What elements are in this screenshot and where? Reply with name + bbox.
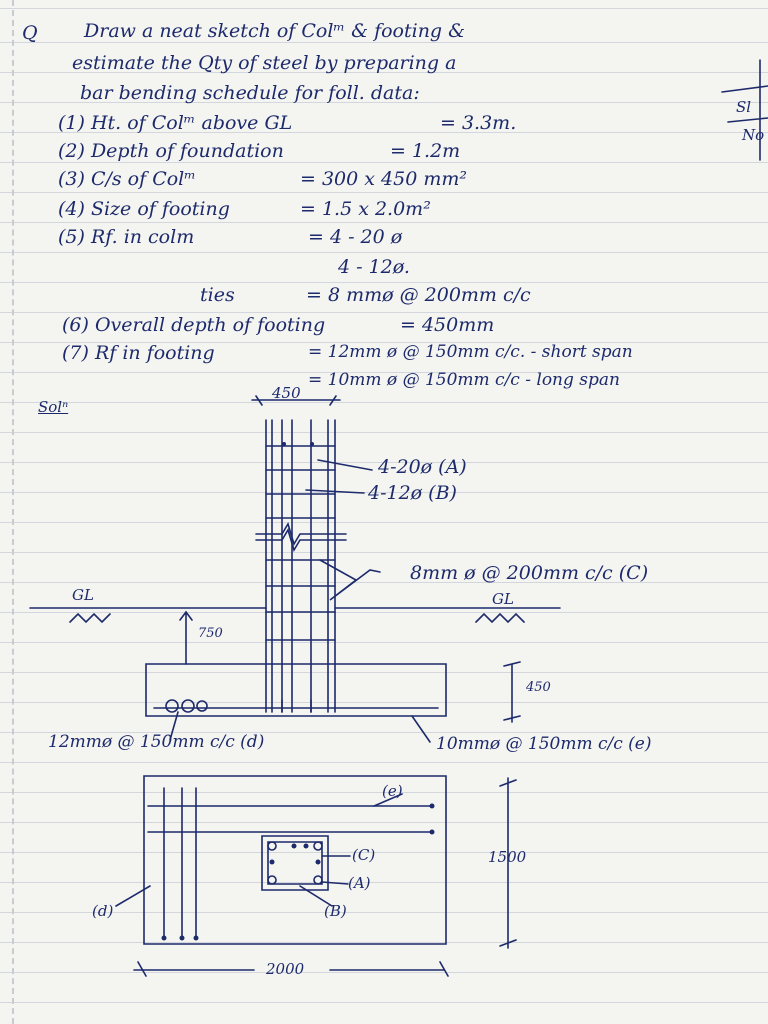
side-table-lines	[721, 59, 768, 161]
gl-right-label: GL	[492, 590, 514, 608]
item-7-value: = 12mm ø @ 150mm c/c. - short span	[308, 342, 633, 362]
plan-leader-b	[299, 885, 333, 907]
side-table-no: No	[742, 126, 765, 144]
footing-plan	[143, 775, 447, 945]
item-ties-label: ties	[200, 284, 235, 306]
ties-bottom	[265, 559, 336, 641]
item-3-label: (3) C/s of Colᵐ	[58, 168, 196, 190]
footing-elevation	[145, 663, 447, 717]
solution-label: Solⁿ	[38, 398, 69, 416]
leader-a	[317, 459, 373, 471]
question-line-2: estimate the Qty of steel by preparing a	[72, 52, 457, 74]
break-line-2	[255, 528, 347, 552]
dim-1500-label: 1500	[488, 848, 527, 866]
bar-e-label: 10mmø @ 150mm c/c (e)	[436, 734, 652, 754]
plan-short-bars	[163, 787, 197, 939]
dim-1500-line	[499, 777, 517, 949]
question-marker: Q	[22, 22, 38, 44]
margin-line	[12, 0, 16, 1024]
break-line	[255, 522, 347, 546]
depth-450-label: 450	[526, 680, 551, 695]
depth-750-label: 750	[198, 626, 223, 641]
plan-leader-e	[373, 793, 403, 807]
column-inner-lines	[271, 419, 329, 713]
leader-c	[319, 559, 381, 601]
bar-d-label: 12mmø @ 150mm c/c (d)	[48, 732, 265, 752]
plan-label-b: (B)	[324, 902, 347, 920]
item-6-value: = 450mm	[400, 314, 495, 336]
plan-leader-d	[115, 885, 151, 907]
plan-label-d: (d)	[92, 902, 114, 920]
leader-b	[305, 489, 365, 494]
item-4-label: (4) Size of footing	[58, 198, 230, 220]
leader-e	[411, 715, 431, 743]
item-3-value: = 300 x 450 mm²	[300, 168, 467, 190]
plan-long-bars	[147, 805, 433, 833]
item-1-label: (1) Ht. of Colᵐ above GL	[58, 112, 293, 134]
item-2-label: (2) Depth of foundation	[58, 140, 284, 162]
gl-left-label: GL	[72, 586, 94, 604]
plan-leader-a	[321, 881, 349, 885]
question-line-3: bar bending schedule for foll. data:	[80, 82, 420, 104]
dim-2000-label: 2000	[266, 960, 305, 978]
plan-label-c: (C)	[352, 846, 376, 864]
ground-hatch-right	[475, 612, 525, 624]
depth-450-dimension	[503, 661, 521, 723]
item-7-label: (7) Rf in footing	[62, 342, 215, 364]
ties-label: 8mm ø @ 200mm c/c (C)	[410, 562, 649, 584]
column-plan	[261, 835, 329, 891]
column-ties-plan	[267, 841, 323, 885]
question-line-1: Draw a neat sketch of Colᵐ & footing &	[84, 20, 466, 42]
column-width-label: 450	[272, 384, 301, 402]
item-1-value: = 3.3m.	[440, 112, 517, 134]
bar-a-label: 4-20ø (A)	[378, 456, 467, 478]
column-bars	[281, 419, 312, 713]
item-5-label: (5) Rf. in colm	[58, 226, 195, 248]
column-width-dimension	[251, 395, 341, 406]
item-6-label: (6) Overall depth of footing	[62, 314, 326, 336]
dim-2000-line	[133, 961, 449, 977]
leader-d	[169, 711, 179, 741]
plan-label-a: (A)	[348, 874, 371, 892]
item-2-value: = 1.2m	[390, 140, 461, 162]
item-7b-value: = 10mm ø @ 150mm c/c - long span	[308, 370, 620, 390]
item-4-value: = 1.5 x 2.0m²	[300, 198, 431, 220]
side-table-sl: Sl	[736, 98, 752, 116]
bar-b-label: 4-12ø (B)	[368, 482, 457, 504]
item-ties-value: = 8 mmø @ 200mm c/c	[306, 284, 531, 306]
ground-hatch-left	[69, 612, 111, 624]
item-5b-value: 4 - 12ø.	[338, 256, 410, 278]
item-5-value: = 4 - 20 ø	[308, 226, 403, 248]
column-outline	[265, 419, 336, 713]
plan-label-e: (e)	[382, 782, 403, 800]
depth-750-dimension	[179, 610, 193, 665]
ties-top	[265, 445, 336, 519]
